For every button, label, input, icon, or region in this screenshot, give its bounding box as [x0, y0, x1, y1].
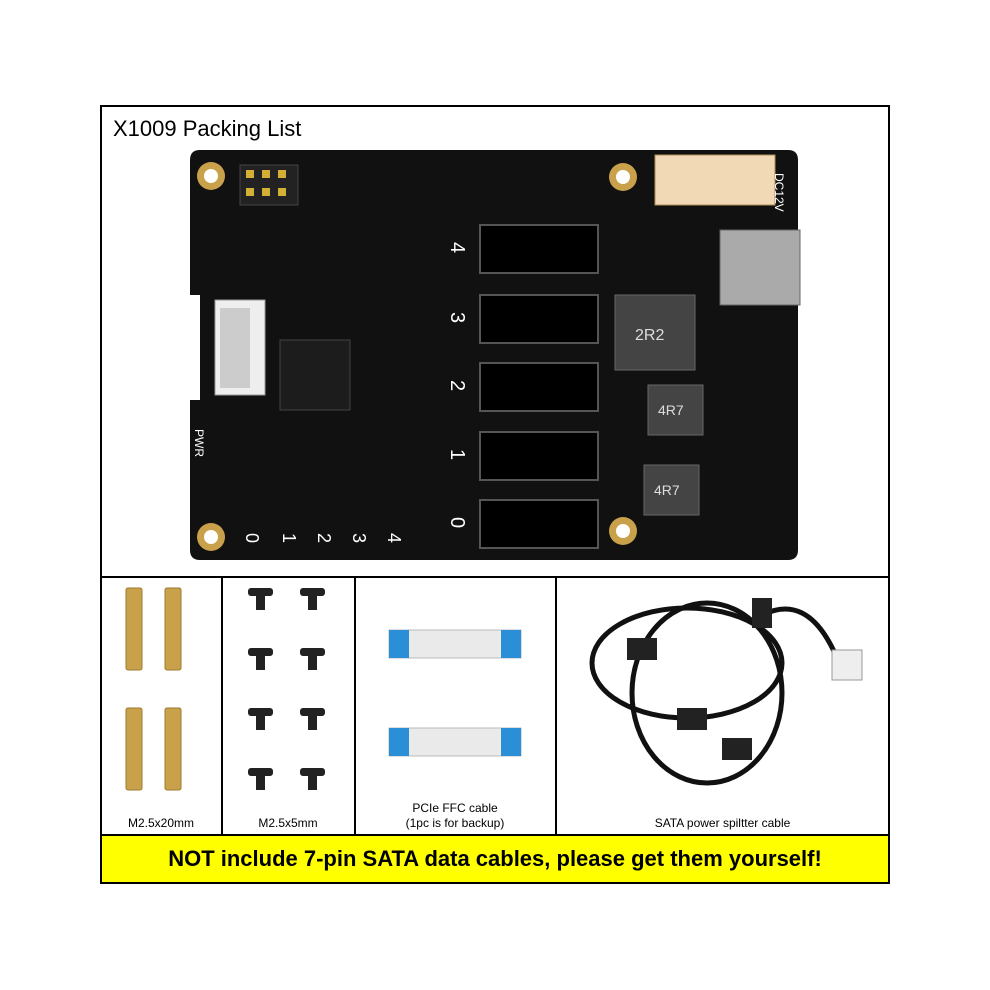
- ffc-connector-slot: [220, 308, 250, 388]
- sata-ports: [479, 224, 599, 549]
- pin-header: [239, 164, 299, 206]
- led-number: 4: [384, 533, 404, 543]
- standoff-label: M2.5x20mm: [127, 816, 195, 830]
- mounting-holes: [197, 162, 637, 551]
- port-number: 3: [446, 312, 468, 323]
- sata-power-cable-image: [589, 598, 863, 786]
- divider: [100, 576, 890, 578]
- inductor: [614, 294, 696, 371]
- led-number: 1: [279, 533, 299, 543]
- screw-label: M2.5x5mm: [258, 816, 318, 830]
- notice-text: NOT include 7-pin SATA data cables, plea…: [168, 846, 822, 871]
- screws-image: [248, 588, 325, 790]
- pwr-label: PWR: [192, 429, 206, 457]
- fan-connector: [654, 154, 776, 206]
- inductor: [647, 384, 704, 436]
- led-number: 0: [242, 533, 262, 543]
- standoffs-image: [125, 587, 182, 791]
- notice-banner: NOT include 7-pin SATA data cables, plea…: [100, 834, 890, 884]
- inductor-label: 4R7: [658, 402, 684, 418]
- port-number: 0: [446, 517, 468, 528]
- led-number: 3: [349, 533, 369, 543]
- port-number: 1: [446, 449, 468, 460]
- divider: [354, 576, 356, 834]
- ffc-cables-image: [388, 629, 522, 757]
- led-number: 2: [314, 533, 334, 543]
- ffc-label: PCIe FFC cable (1pc is for backup): [405, 801, 505, 830]
- inductor: [643, 464, 700, 516]
- port-number: 2: [446, 380, 468, 391]
- pcb-board: [190, 150, 798, 560]
- sata-cable-label: SATA power spiltter cable: [654, 816, 791, 830]
- dc-jack: [719, 229, 801, 306]
- x1009-board-image: 4 3 2 1 0 0 1 2 3 4 PWR DC12V 2R2 4R7 4R…: [190, 150, 801, 560]
- divider: [555, 576, 557, 834]
- controller-chip: [279, 339, 351, 411]
- divider: [221, 576, 223, 834]
- inductor-label: 2R2: [635, 327, 664, 344]
- inductor-label: 4R7: [654, 482, 680, 498]
- dc-label: DC12V: [772, 173, 786, 212]
- page-title: X1009 Packing List: [113, 116, 302, 141]
- port-number: 4: [446, 242, 468, 253]
